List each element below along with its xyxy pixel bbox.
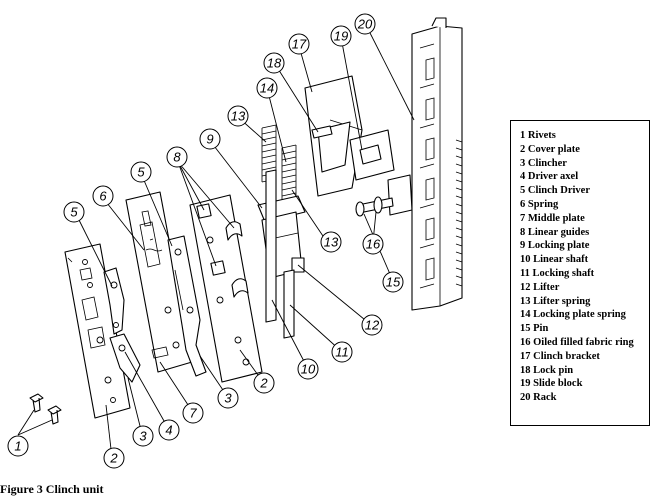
svg-text:5: 5 bbox=[137, 165, 145, 180]
callout-4: 4 bbox=[158, 419, 180, 441]
callout-13b: 13 bbox=[320, 231, 342, 253]
legend-item: 10 Linear shaft bbox=[520, 254, 589, 266]
legend-item: 2 Cover plate bbox=[520, 143, 580, 155]
callout-5b: 5 bbox=[130, 161, 152, 183]
svg-text:16: 16 bbox=[366, 237, 381, 252]
svg-text:14: 14 bbox=[260, 81, 274, 96]
legend-item: 15 Pin bbox=[520, 323, 549, 335]
svg-text:7: 7 bbox=[189, 406, 197, 421]
svg-text:2: 2 bbox=[109, 451, 118, 466]
svg-text:5: 5 bbox=[70, 205, 78, 220]
callout-5a: 5 bbox=[63, 201, 85, 223]
callout-11: 11 bbox=[331, 341, 353, 363]
svg-text:13: 13 bbox=[324, 235, 339, 250]
legend-item: 4 Driver axel bbox=[520, 171, 579, 183]
svg-text:1: 1 bbox=[14, 439, 21, 454]
middle-plate-part bbox=[125, 191, 193, 373]
lock-pin-part bbox=[311, 125, 333, 139]
callout-3a: 3 bbox=[132, 425, 154, 447]
legend-item: 8 Linear guides bbox=[520, 226, 590, 238]
svg-text:18: 18 bbox=[267, 56, 282, 71]
svg-text:3: 3 bbox=[139, 429, 147, 444]
locking-shaft-part bbox=[283, 269, 295, 339]
legend-item: 16 Oiled filled fabric ring bbox=[520, 336, 634, 348]
legend-item: 18 Lock pin bbox=[520, 364, 574, 376]
svg-text:2: 2 bbox=[259, 376, 268, 391]
callout-16: 16 bbox=[362, 233, 384, 255]
linear-shaft-part bbox=[265, 169, 277, 323]
legend-item: 1 Rivets bbox=[520, 130, 556, 141]
legend-item: 7 Middle plate bbox=[520, 212, 585, 224]
svg-text:12: 12 bbox=[365, 318, 380, 333]
legend-item: 9 Locking plate bbox=[520, 240, 590, 252]
svg-text:17: 17 bbox=[292, 37, 307, 52]
figure-caption: Figure 3 Clinch unit bbox=[0, 482, 104, 496]
callout-6: 6 bbox=[92, 185, 114, 207]
legend-item: 11 Locking shaft bbox=[520, 267, 595, 279]
svg-text:15: 15 bbox=[386, 275, 401, 290]
rivets-part bbox=[29, 393, 62, 425]
callout-12: 12 bbox=[361, 314, 383, 336]
callout-18: 18 bbox=[263, 52, 285, 74]
callout-8: 8 bbox=[166, 146, 188, 168]
fabric-ring-part bbox=[373, 196, 383, 214]
svg-text:9: 9 bbox=[206, 132, 213, 147]
legend-item: 19 Slide block bbox=[520, 378, 583, 390]
legend-item: 14 Locking plate spring bbox=[520, 309, 626, 321]
svg-text:4: 4 bbox=[165, 423, 172, 438]
callout-10: 10 bbox=[297, 358, 319, 380]
svg-text:19: 19 bbox=[334, 29, 348, 44]
legend-item: 13 Lifter spring bbox=[520, 295, 591, 307]
svg-text:3: 3 bbox=[224, 391, 232, 406]
callout-2b: 2 bbox=[253, 372, 275, 394]
callout-13a: 13 bbox=[227, 105, 249, 127]
svg-text:6: 6 bbox=[99, 189, 107, 204]
guide-plate-part bbox=[189, 194, 263, 383]
clinch-driver-part-2 bbox=[167, 235, 207, 377]
callout-2a: 2 bbox=[103, 447, 125, 469]
cover-plate-part bbox=[64, 243, 131, 419]
callout-15: 15 bbox=[382, 271, 404, 293]
clincher-part bbox=[109, 333, 141, 383]
svg-text:10: 10 bbox=[301, 362, 316, 377]
callout-9: 9 bbox=[199, 128, 221, 150]
callout-3b: 3 bbox=[217, 387, 239, 409]
legend-item: 20 Rack bbox=[520, 392, 557, 404]
legend-item: 5 Clinch Driver bbox=[520, 185, 590, 197]
legend-item: 6 Spring bbox=[520, 198, 559, 210]
rack-part bbox=[411, 17, 463, 311]
svg-text:8: 8 bbox=[173, 150, 181, 165]
svg-text:11: 11 bbox=[335, 345, 349, 360]
leader-lines bbox=[17, 24, 415, 459]
callout-20: 20 bbox=[354, 13, 376, 35]
clinch-driver-part bbox=[103, 267, 125, 335]
callout-17: 17 bbox=[288, 33, 310, 55]
parts-legend: 1 Rivets 2 Cover plate 3 Clincher 4 Driv… bbox=[510, 120, 650, 426]
locking-plate-spring-part bbox=[281, 144, 297, 203]
svg-text:13: 13 bbox=[231, 109, 246, 124]
legend-item: 3 Clincher bbox=[520, 157, 567, 169]
legend-item: 12 Lifter bbox=[520, 281, 560, 293]
svg-text:20: 20 bbox=[357, 17, 373, 32]
callout-1a: 1 bbox=[7, 435, 29, 457]
callout-19: 19 bbox=[330, 25, 352, 47]
callout-7: 7 bbox=[182, 402, 204, 424]
legend-item: 17 Clinch bracket bbox=[520, 350, 600, 362]
callout-14: 14 bbox=[256, 77, 278, 99]
